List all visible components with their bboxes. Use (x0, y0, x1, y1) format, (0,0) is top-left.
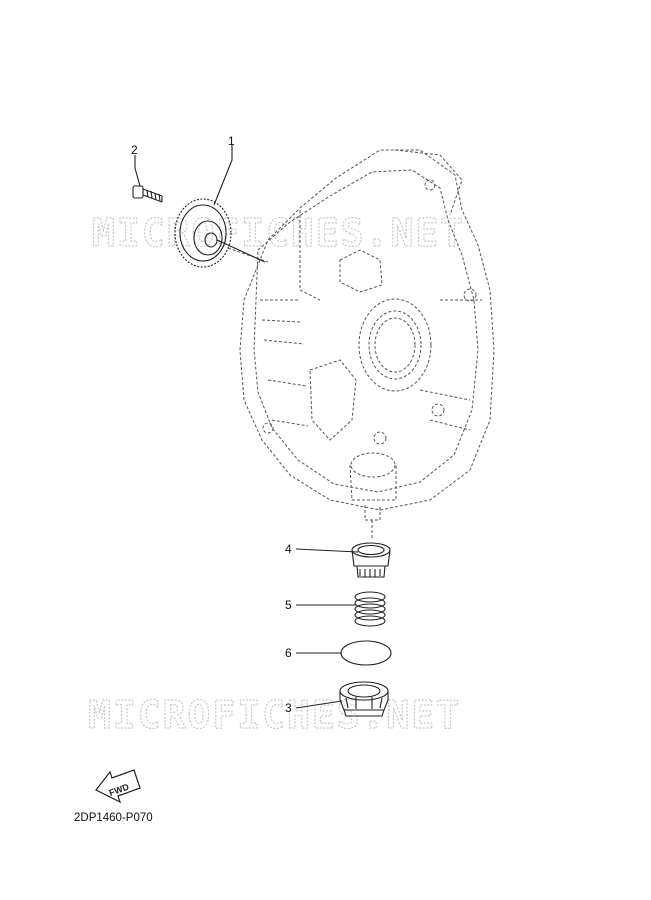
leader-lines (134, 145, 359, 709)
o-ring-part (340, 640, 392, 666)
callout-6: 6 (285, 646, 292, 660)
diagram-code: 2DP1460-P070 (74, 812, 153, 824)
spring-part (354, 591, 386, 627)
crankcase-cover (227, 149, 495, 540)
callout-1: 1 (228, 134, 235, 148)
callout-5: 5 (285, 598, 292, 612)
bolt-part (132, 185, 163, 203)
callout-3: 3 (285, 701, 292, 715)
gear-part (174, 198, 266, 268)
drain-plug-part (339, 681, 389, 717)
strainer-cap-part (351, 542, 391, 578)
fwd-arrow-icon: FWD (95, 769, 141, 804)
callout-2: 2 (131, 143, 138, 157)
callout-4: 4 (285, 542, 292, 556)
watermark-top: MICROFICHES.NET (92, 211, 465, 255)
watermark-bottom: MICROFICHES.NET (88, 693, 461, 737)
